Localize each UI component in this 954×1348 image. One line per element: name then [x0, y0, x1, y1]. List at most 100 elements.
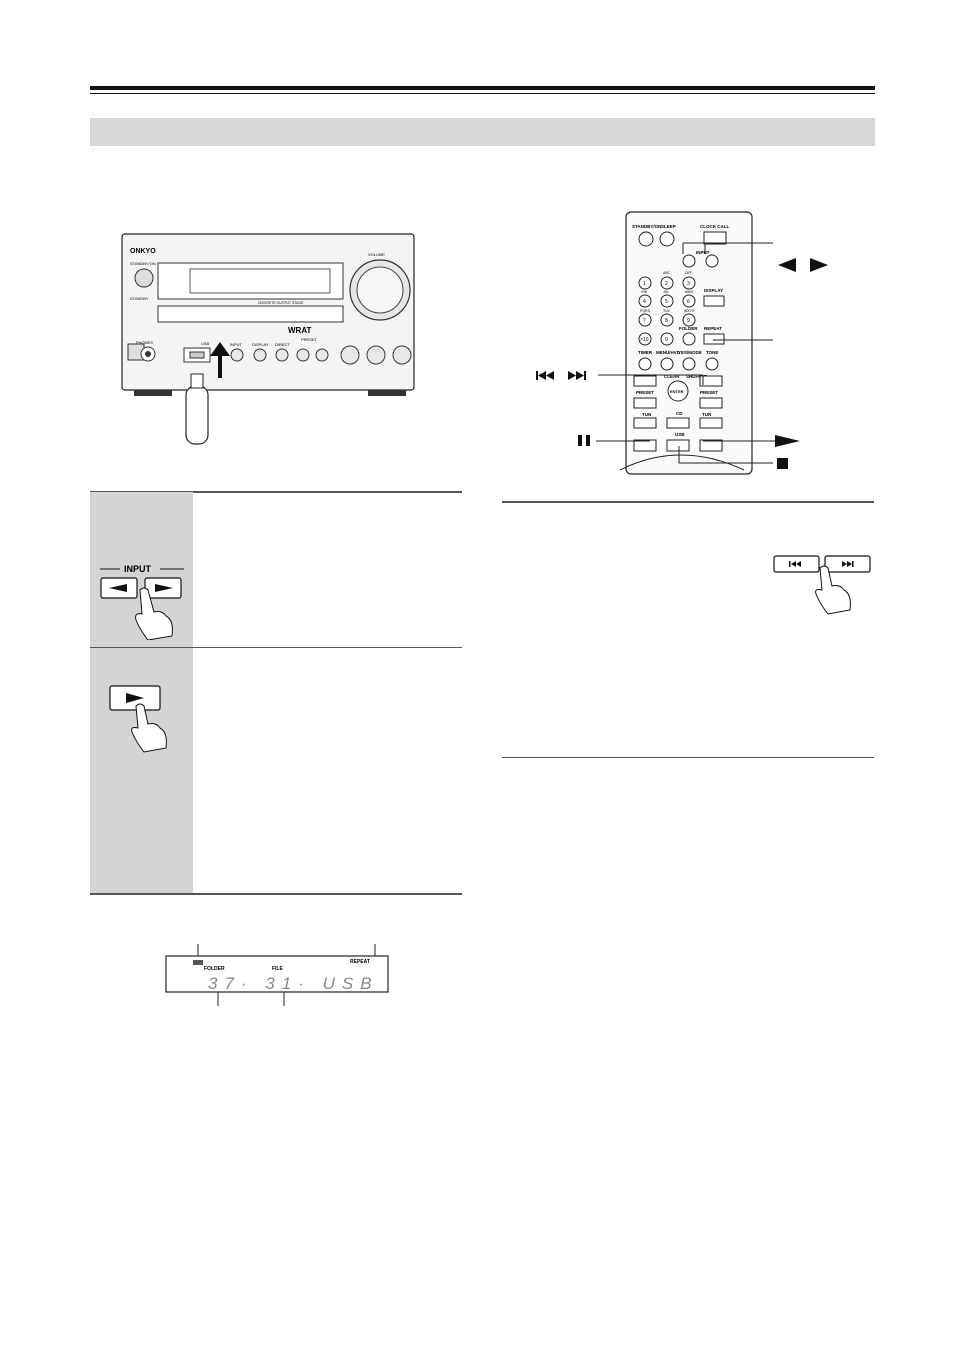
svg-text:MENU/HVD: MENU/HVD	[656, 350, 681, 355]
svg-text:STANDBY: STANDBY	[130, 296, 149, 301]
svg-text:DIRECT: DIRECT	[275, 342, 290, 347]
remote-ff-button[interactable]	[699, 397, 723, 409]
svg-text:>10: >10	[640, 337, 649, 343]
finger-press-icon	[135, 587, 173, 640]
svg-text:USB: USB	[675, 432, 685, 437]
svg-text:PRESET: PRESET	[301, 337, 318, 342]
svg-text:CLEAR: CLEAR	[664, 374, 680, 379]
svg-text:PRESET: PRESET	[700, 390, 718, 395]
skip-buttons-illustration	[773, 555, 871, 615]
svg-text:5: 5	[665, 299, 668, 305]
remote-illustration: STANDBY/ON SLEEP CLOCK CALL INPUT 1 2 3 …	[620, 211, 753, 475]
remote-usb-play-button[interactable]	[699, 439, 723, 452]
step-table-bottom-rule	[90, 893, 462, 895]
play-icon	[775, 435, 800, 447]
svg-text:7: 7	[643, 318, 646, 324]
remote-usb-pause-button[interactable]	[633, 439, 657, 452]
svg-text:YES/MODE: YES/MODE	[678, 350, 702, 355]
standby-button[interactable]	[134, 268, 154, 288]
svg-text:ENTER: ENTER	[670, 389, 684, 394]
svg-text:DISPLAY: DISPLAY	[704, 288, 723, 293]
unit-brand-logo: ONKYO	[130, 248, 156, 255]
section-title-band	[90, 118, 875, 146]
input-left-arrow-icon	[109, 584, 127, 592]
svg-text:TONE: TONE	[706, 350, 718, 355]
remote-input-right-button[interactable]	[705, 254, 719, 268]
svg-text:USB: USB	[201, 341, 210, 346]
folder-indicator: FOLDER	[204, 966, 225, 972]
svg-text:ABC: ABC	[663, 271, 671, 275]
input-buttons-illustration: INPUT	[100, 564, 184, 640]
finger-press-icon	[815, 565, 851, 615]
remote-callouts	[536, 242, 828, 469]
svg-text:CD: CD	[676, 411, 683, 416]
svg-text:WRAT: WRAT	[288, 326, 312, 335]
svg-text:SHUFFLE: SHUFFLE	[686, 374, 707, 379]
remote-enter-button[interactable]	[667, 380, 689, 402]
svg-text:TIMER: TIMER	[638, 350, 653, 355]
main-unit-illustration: ONKYO STANDBY/ON STANDBY DISCRETE OUTPUT…	[121, 233, 415, 445]
svg-text:SLEEP: SLEEP	[661, 224, 676, 229]
svg-text:MNO: MNO	[685, 290, 693, 294]
play-icon	[126, 693, 144, 703]
svg-text:TUN: TUN	[642, 412, 651, 417]
svg-text:INPUT: INPUT	[696, 250, 710, 255]
svg-text:GHI: GHI	[641, 290, 647, 294]
svg-text:9: 9	[687, 318, 690, 324]
disc-slot	[157, 305, 344, 323]
svg-text:DISCRETE OUTPUT STAGE: DISCRETE OUTPUT STAGE	[258, 301, 304, 305]
svg-text:INPUT: INPUT	[230, 342, 243, 347]
svg-text:DISPLAY: DISPLAY	[252, 342, 269, 347]
step-divider	[90, 647, 462, 648]
prev-next-icon	[536, 371, 586, 380]
remote-display-button[interactable]	[703, 295, 725, 307]
file-indicator: FILE	[272, 966, 283, 972]
svg-text:6: 6	[687, 299, 690, 305]
unit-stop-button[interactable]	[366, 345, 386, 365]
remote-repeat-button[interactable]	[703, 333, 725, 345]
svg-text:PRESET: PRESET	[636, 390, 654, 395]
usb-indicator-icon	[193, 960, 203, 965]
svg-text:8: 8	[665, 318, 668, 324]
unit-display-button[interactable]	[253, 348, 267, 362]
remote-folder-button[interactable]	[682, 332, 696, 346]
right-step-bottom-rule	[502, 757, 874, 758]
remote-next-button[interactable]	[699, 375, 723, 387]
svg-text:0: 0	[665, 337, 668, 343]
unit-input-button[interactable]	[230, 348, 244, 362]
svg-text:PQRS: PQRS	[640, 309, 651, 313]
svg-text:STANDBY/ON: STANDBY/ON	[632, 224, 661, 229]
unit-play-pause-button[interactable]	[392, 345, 412, 365]
unit-eject-button[interactable]	[340, 345, 360, 365]
usb-display-illustration: FOLDER FILE REPEAT 37· 31· USB	[165, 944, 389, 1006]
usb-stick-icon	[185, 385, 209, 445]
header-rule-thick	[90, 86, 875, 90]
svg-text:1: 1	[643, 281, 646, 287]
remote-number-keys[interactable]: 1 2 3 4 5 6 7 8 9 >10 0	[638, 276, 696, 346]
svg-text:4: 4	[643, 299, 646, 305]
svg-text:TUN: TUN	[702, 412, 711, 417]
svg-text:DEF: DEF	[685, 271, 692, 275]
remote-sleep-button[interactable]	[659, 231, 675, 247]
step-table-top-rule	[90, 491, 462, 493]
right-step-top-rule	[502, 501, 874, 503]
svg-text:TUV: TUV	[663, 309, 671, 313]
svg-text:3: 3	[687, 281, 690, 287]
input-right-arrow-icon	[810, 258, 828, 272]
remote-standby-button[interactable]	[638, 231, 654, 247]
svg-text:PHONES: PHONES	[136, 340, 153, 345]
unit-preset-down-button[interactable]	[296, 348, 310, 362]
remote-usb-stop-button[interactable]	[666, 439, 690, 452]
insert-arrow-icon	[210, 342, 230, 378]
svg-text:WXYZ: WXYZ	[684, 309, 695, 313]
svg-text:FOLDER: FOLDER	[679, 326, 698, 331]
unit-direct-button[interactable]	[275, 348, 289, 362]
stop-icon	[777, 458, 788, 469]
unit-preset-up-button[interactable]	[315, 348, 329, 362]
remote-prev-button[interactable]	[633, 375, 657, 387]
remote-input-left-button[interactable]	[682, 254, 696, 268]
remote-rew-button[interactable]	[633, 397, 657, 409]
segment-readout: 37· 31· USB	[208, 974, 379, 993]
pause-icon	[578, 435, 590, 446]
svg-text:VOLUME: VOLUME	[368, 252, 385, 257]
